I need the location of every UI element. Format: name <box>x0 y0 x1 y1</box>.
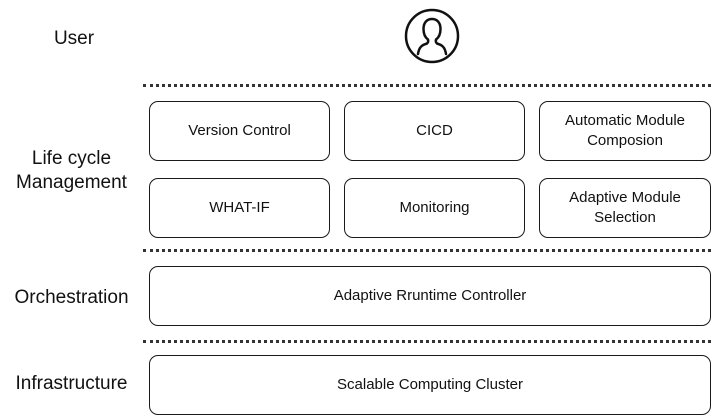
automatic-module-composion-label: Automatic Module Composion <box>564 112 686 149</box>
adaptive-module-selection-box: Adaptive Module Selection <box>539 178 711 238</box>
adaptive-runtime-controller-label: Adaptive Rruntime Controller <box>333 287 527 304</box>
user-layer-label: User <box>53 28 95 49</box>
monitoring-label: Monitoring <box>399 199 470 216</box>
version-control-label: Version Control <box>188 122 291 139</box>
adaptive-runtime-controller-box: Adaptive Rruntime Controller <box>149 266 711 326</box>
scalable-computing-cluster-label: Scalable Computing Cluster <box>337 376 523 393</box>
version-control-box: Version Control <box>149 101 330 161</box>
lifecycle-label-line1: Life cycle <box>31 148 112 169</box>
cicd-box: CICD <box>344 101 525 161</box>
divider-top <box>143 84 711 87</box>
automatic-module-composion-box: Automatic Module Composion <box>539 101 711 161</box>
user-icon <box>404 8 460 64</box>
divider-bottom <box>143 340 711 343</box>
what-if-label: WHAT-IF <box>209 199 270 216</box>
monitoring-box: Monitoring <box>344 178 525 238</box>
scalable-computing-cluster-box: Scalable Computing Cluster <box>149 355 711 415</box>
divider-middle <box>143 249 711 252</box>
lifecycle-layer-label: Life cycle Management <box>0 147 143 195</box>
what-if-box: WHAT-IF <box>149 178 330 238</box>
lifecycle-label-line2: Management <box>16 172 127 193</box>
infrastructure-layer-label: Infrastructure <box>15 373 128 394</box>
orchestration-layer-label: Orchestration <box>14 287 129 308</box>
adaptive-module-selection-label: Adaptive Module Selection <box>569 189 681 226</box>
cicd-label: CICD <box>416 122 453 139</box>
